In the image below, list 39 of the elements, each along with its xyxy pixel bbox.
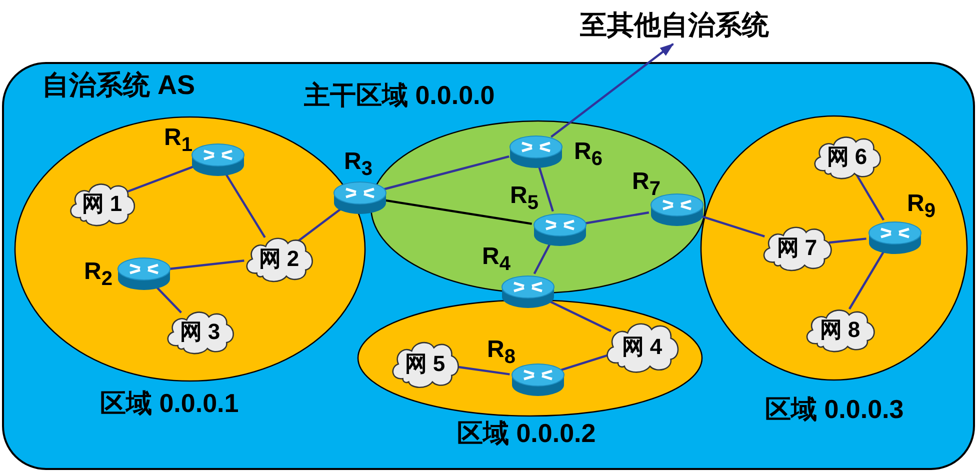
router-label: R$_{9}$ [907,192,936,221]
link-line [127,166,194,193]
router-label: R$_{4}$ [482,245,510,274]
arrow [550,43,674,138]
link-line [384,199,532,225]
network-label: 网 2 [258,248,300,270]
router-label: R$_{6}$ [574,140,602,169]
system-box [2,62,975,470]
network-label: 网 4 [622,336,662,358]
link-line [155,286,182,314]
link-line [224,173,266,238]
link-line [168,260,244,270]
link-line [538,166,554,212]
area-label: 区域 0.0.0.3 [765,396,904,422]
link-line [584,211,650,225]
network-label: 网 3 [180,321,220,343]
network-label: 网 5 [404,353,446,375]
link-line [560,354,608,372]
area-label: 主干区域 0.0.0.0 [304,82,495,108]
router-label: R$_{7}$ [632,170,660,199]
router-label: R$_{1}$ [164,126,192,155]
destination-label: 至其他自治系统 [580,6,816,44]
network-label: 网 1 [82,193,122,215]
area-label: 区域 0.0.0.2 [457,420,596,446]
router-label: R$_{5}$ [510,184,538,213]
link-line [298,208,342,242]
link-line [828,238,866,244]
router-label: R$_{3}$ [344,150,372,179]
link-line [848,251,884,310]
system-title: 自治系统 AS [42,72,196,99]
router-label: R$_{2}$ [84,260,112,289]
link-line [382,155,510,191]
network-label: 网 7 [776,237,818,259]
link-line [855,173,885,221]
network-label: 网 6 [826,146,868,168]
area-label: 区域 0.0.0.1 [100,390,239,416]
network-label: 网 8 [820,319,860,341]
router-label: R$_{8}$ [487,338,516,367]
link-line [533,244,551,274]
